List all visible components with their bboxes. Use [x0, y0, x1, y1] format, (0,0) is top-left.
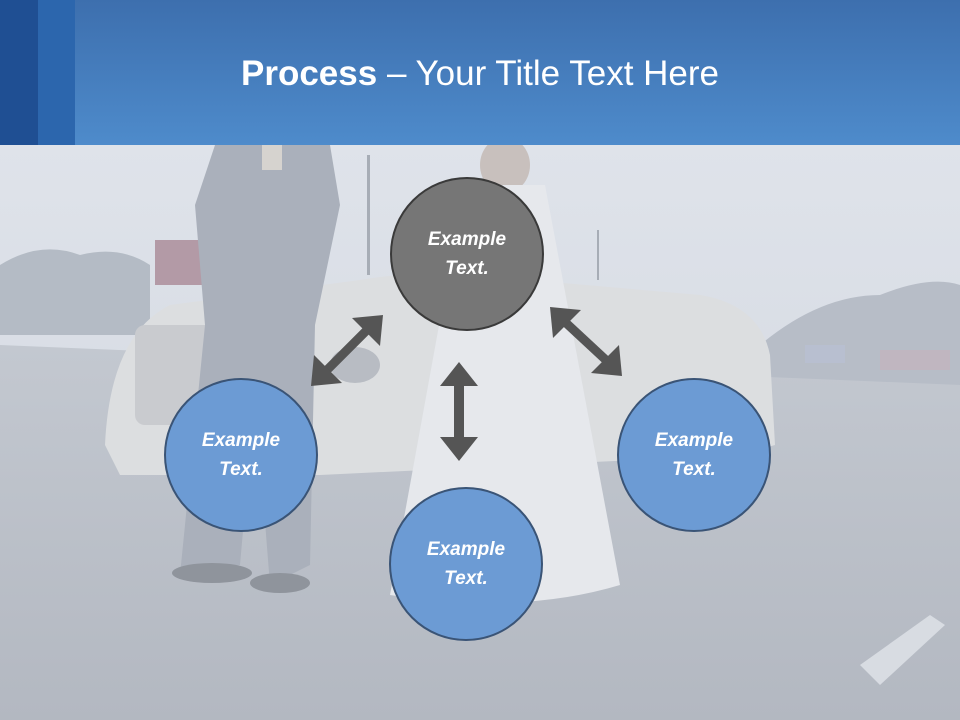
process-node-top-label: Example Text. [427, 229, 507, 279]
slide-title-bold: Process [241, 54, 378, 93]
header-accent-mid [38, 0, 75, 145]
process-node-right[interactable]: Example Text. [617, 378, 771, 532]
process-node-left[interactable]: Example Text. [164, 378, 318, 532]
double-arrow-top-left [311, 315, 383, 386]
process-node-right-label: Example Text. [654, 430, 734, 480]
double-arrow-vertical [440, 362, 478, 461]
title-bar: Process – Your Title Text Here [0, 0, 960, 145]
slide-title: Process – Your Title Text Here [0, 52, 960, 96]
process-node-bottom[interactable]: Example Text. [389, 487, 543, 641]
double-arrow-top-right [550, 307, 622, 376]
slide-title-rest: – Your Title Text Here [377, 54, 719, 93]
process-node-left-label: Example Text. [201, 430, 281, 480]
process-node-top[interactable]: Example Text. [390, 177, 544, 331]
header-accent-dark [0, 0, 38, 145]
process-node-bottom-label: Example Text. [426, 539, 506, 589]
